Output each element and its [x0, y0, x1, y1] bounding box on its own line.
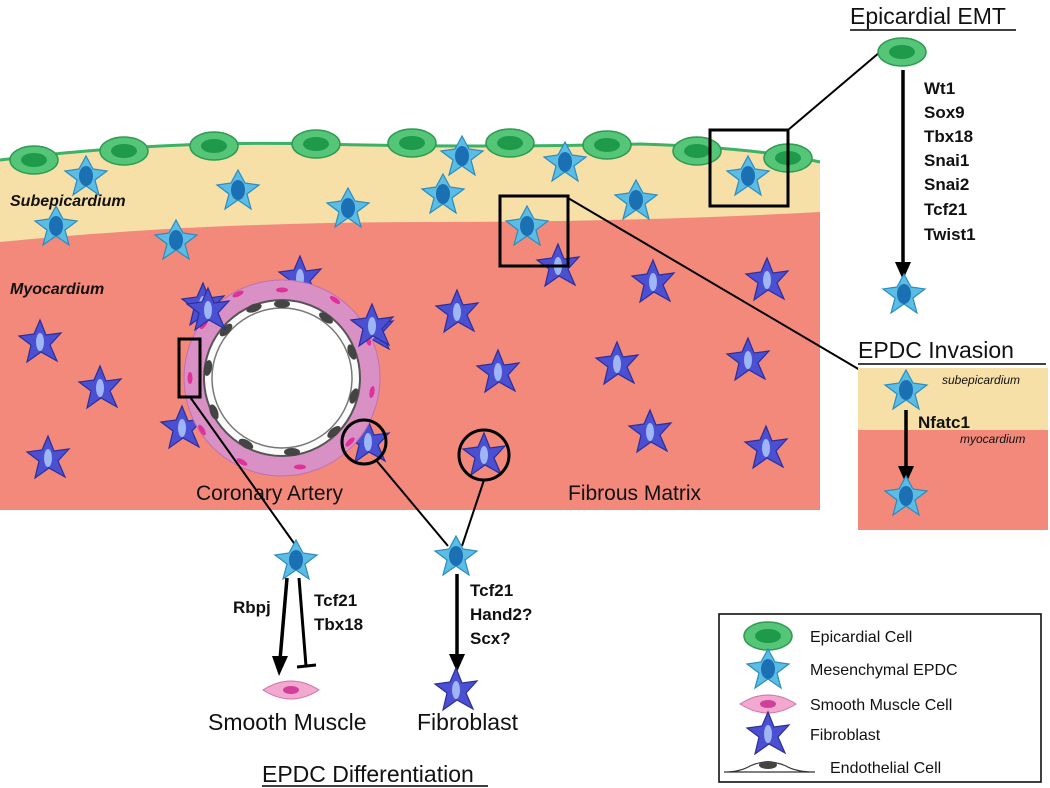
epdc-cell	[434, 535, 478, 576]
coronary-artery	[183, 279, 394, 477]
invasion-callout-box	[498, 194, 570, 268]
emt-callout-box	[708, 128, 790, 208]
fibroblast-cell	[434, 667, 478, 711]
invasion-gene: Nfatc1	[918, 413, 970, 432]
fibrous-matrix-label: Fibrous Matrix	[568, 482, 702, 505]
epicardial-cell	[582, 130, 632, 160]
invasion-callout-line	[567, 197, 861, 371]
epicardial-cell	[387, 128, 437, 158]
smooth-muscle-callout-line	[189, 396, 297, 547]
subepicardium-layer	[0, 143, 820, 242]
differentiation-panel: Rbpj Tcf21 Tbx18 Smooth Muscle Tcf21 Han…	[208, 535, 537, 787]
epdc-cell	[882, 273, 926, 314]
legend: Epicardial Cell Mesenchymal EPDC Smooth …	[718, 613, 1042, 783]
emt-callout-line	[787, 51, 881, 131]
endothelial-cell-icon	[723, 761, 816, 773]
fibroblast-gene-list: Tcf21 Hand2? Scx?	[470, 581, 537, 648]
endothelial-nuclei	[203, 300, 359, 456]
legend-label: Fibroblast	[810, 727, 881, 744]
emt-gene: Sox9	[924, 103, 965, 122]
fibroblast-arrowhead	[449, 654, 465, 672]
emt-panel: Epicardial EMT Wt1 Sox9 Tbx18 Snai1 Snai…	[850, 3, 1016, 314]
epdc-cell	[274, 539, 318, 580]
smooth-muscle-cell	[262, 680, 320, 700]
epicardial-cell	[672, 136, 722, 166]
rbpj-label: Rbpj	[233, 598, 271, 617]
epicardial-surface	[0, 141, 821, 164]
invasion-myocardium-label: myocardium	[960, 432, 1025, 446]
differentiation-title: EPDC Differentiation	[262, 761, 474, 787]
rbpj-arrow	[278, 577, 289, 661]
epicardial-cell	[9, 145, 59, 175]
smooth-muscle-label: Smooth Muscle	[208, 709, 367, 735]
fibroblast-callout-line-left	[375, 459, 449, 547]
emt-gene: Snai1	[924, 151, 969, 170]
coronary-artery-label: Coronary Artery	[196, 482, 344, 505]
smooth-muscle-inhibitors: Tcf21 Tbx18	[314, 591, 363, 634]
tcf21-inhibition-line	[297, 577, 308, 667]
fibroblast-callout-circle-left	[340, 418, 388, 466]
tissue-section: Subepicardium Myocardium Coronary Artery…	[0, 128, 821, 511]
rbpj-arrowhead	[272, 656, 288, 676]
legend-label: Epicardial Cell	[810, 629, 912, 646]
emt-arrowhead	[895, 262, 911, 280]
emt-gene: Snai2	[924, 175, 969, 194]
tcf21-inhibition-bar	[296, 663, 317, 669]
fibroblast-gene: Hand2?	[470, 605, 532, 624]
epicardial-cell	[877, 37, 927, 67]
legend-label: Mesenchymal EPDC	[810, 662, 958, 679]
epicardial-cell	[485, 128, 535, 158]
myocardium-label: Myocardium	[10, 281, 104, 298]
inhibitor-gene: Tcf21	[314, 591, 357, 610]
fibroblast-gene: Scx?	[470, 629, 511, 648]
callouts	[177, 51, 881, 547]
legend-label: Smooth Muscle Cell	[810, 697, 952, 714]
invasion-arrowhead	[898, 466, 914, 484]
epicardial-cell	[291, 129, 341, 159]
epicardial-cell	[189, 131, 239, 161]
emt-gene: Twist1	[924, 225, 976, 244]
fibroblast-gene: Tcf21	[470, 581, 513, 600]
invasion-subepicardium	[858, 368, 1048, 430]
invasion-subepicardium-label: subepicardium	[942, 373, 1020, 387]
fibroblast-label: Fibroblast	[417, 709, 519, 735]
invasion-panel: EPDC Invasion subepicardium myocardium N…	[858, 337, 1048, 530]
emt-gene: Tbx18	[924, 127, 973, 146]
invasion-title: EPDC Invasion	[858, 337, 1014, 363]
inhibitor-gene: Tbx18	[314, 615, 363, 634]
smooth-muscle-callout-box	[177, 337, 202, 399]
epicardial-cell	[99, 136, 149, 166]
emt-gene: Tcf21	[924, 200, 967, 219]
emt-title: Epicardial EMT	[850, 3, 1006, 29]
emt-gene-list: Wt1 Sox9 Tbx18 Snai1 Snai2 Tcf21 Twist1	[924, 79, 978, 244]
invasion-myocardium	[858, 430, 1048, 530]
fibroblast-callout-line-right	[461, 479, 485, 547]
emt-gene: Wt1	[924, 79, 955, 98]
epicardial-cell-icon	[743, 621, 793, 651]
subepicardium-label: Subepicardium	[10, 193, 126, 210]
legend-label: Endothelial Cell	[830, 760, 941, 777]
